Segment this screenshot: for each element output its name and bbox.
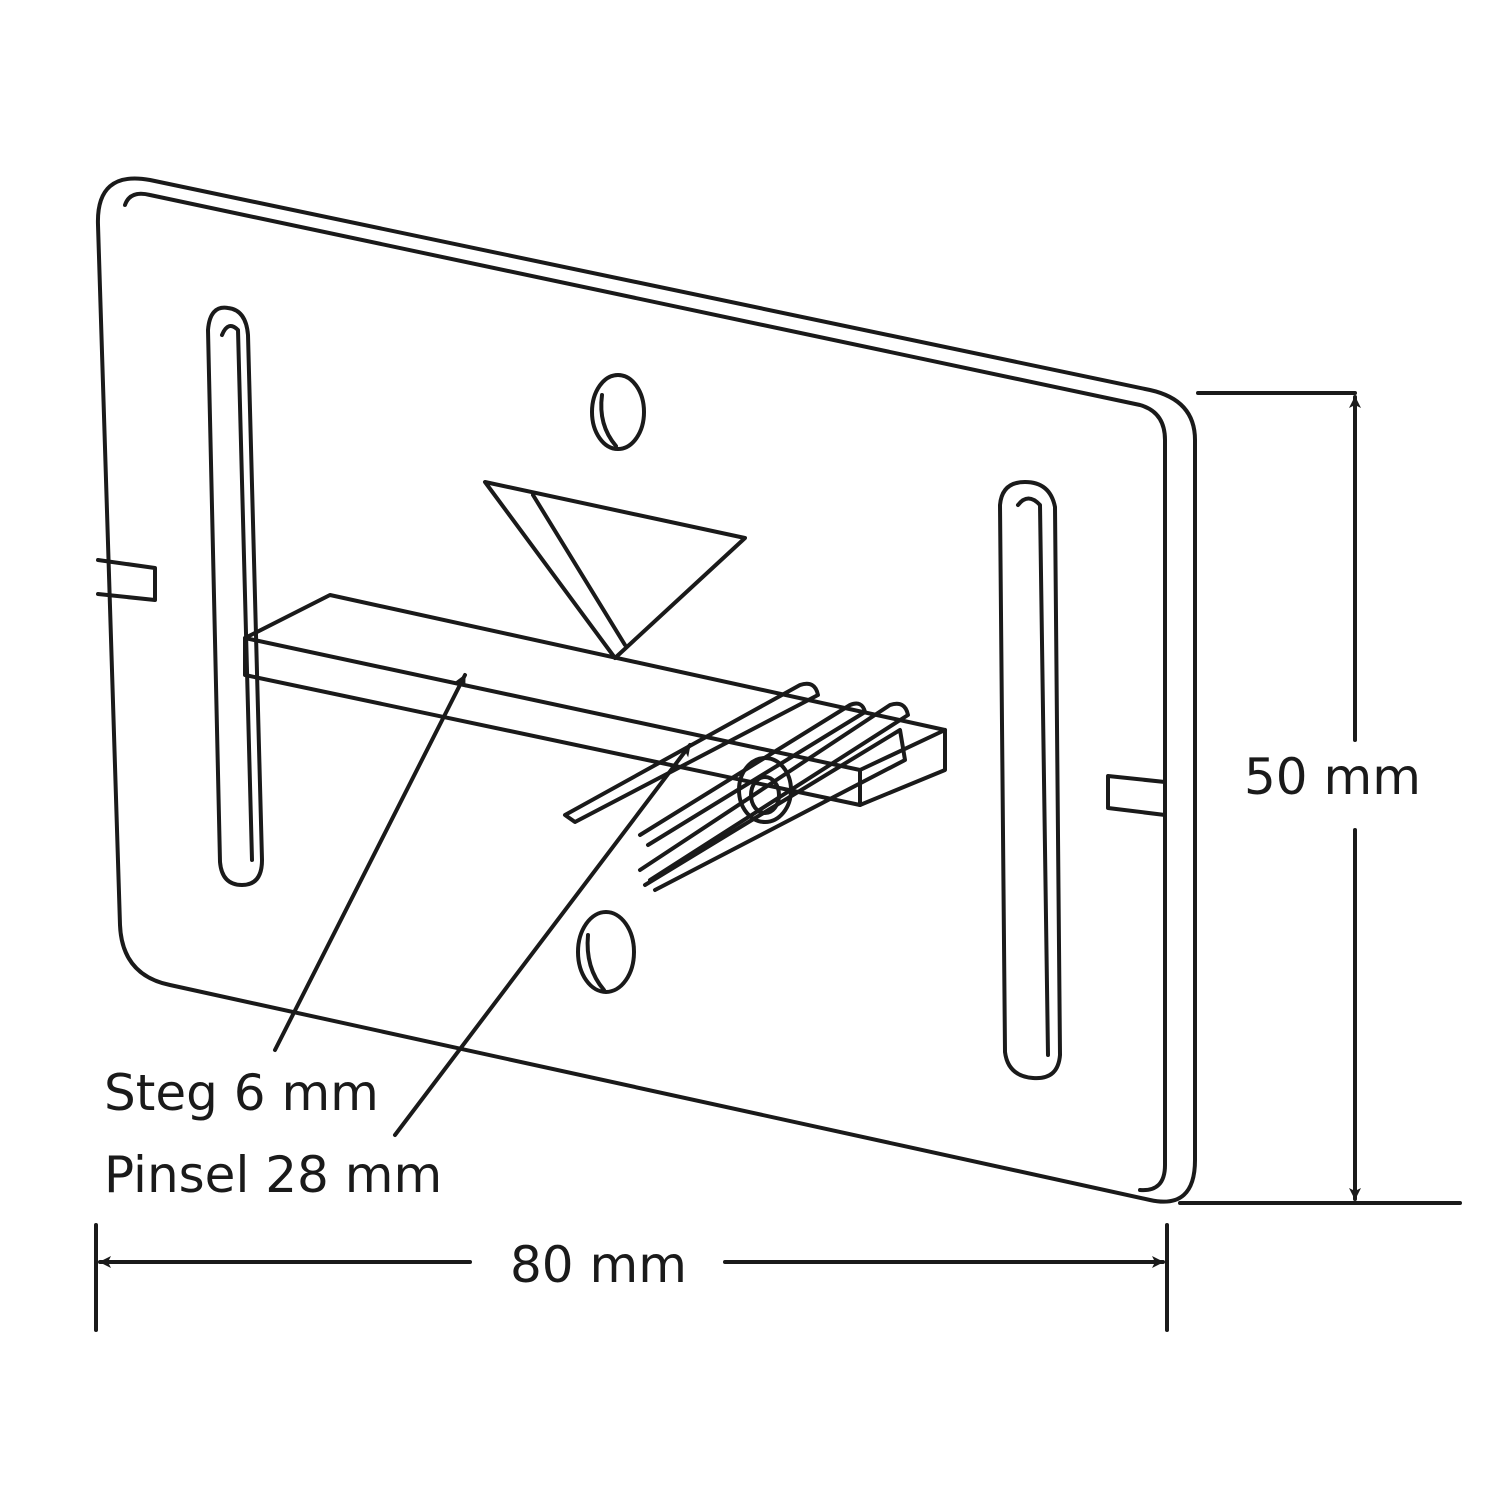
height-dimension-label: 50 mm: [1244, 748, 1421, 806]
bristle-1: [563, 681, 820, 824]
steg-leader: [273, 673, 467, 1052]
pinsel-leader: [393, 743, 692, 1137]
triangle-marker: [483, 480, 747, 660]
right-tab: [1106, 774, 1167, 817]
steg-label: Steg 6 mm: [104, 1064, 379, 1122]
left-slot: [206, 305, 264, 887]
top-hole: [590, 373, 646, 451]
right-slot-inner: [1016, 496, 1050, 1057]
bristle-2: [638, 701, 867, 847]
top-hole-depth: [599, 393, 618, 448]
plate-outline: [95, 176, 1197, 1204]
bottom-hole: [576, 910, 636, 994]
center-knob: [737, 756, 793, 824]
left-slot-inner: [220, 324, 254, 862]
center-knob-inner: [749, 775, 781, 815]
width-dimension-label: 80 mm: [510, 1236, 687, 1294]
plate-edge: [123, 191, 1167, 1193]
bristle-3: [638, 701, 910, 882]
pinsel-label: Pinsel 28 mm: [104, 1146, 443, 1204]
triangle-marker-bevel: [531, 493, 627, 647]
left-tab: [96, 558, 157, 602]
bottom-hole-depth: [585, 933, 606, 992]
right-slot: [998, 480, 1062, 1081]
web-top: [243, 593, 947, 807]
